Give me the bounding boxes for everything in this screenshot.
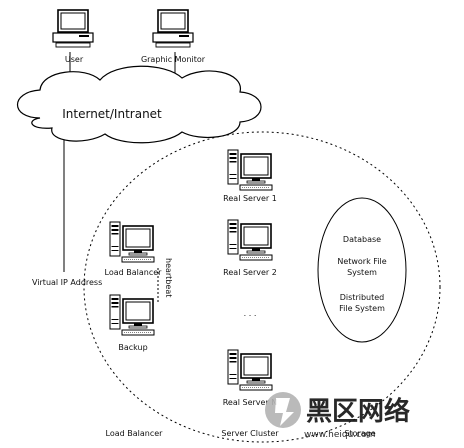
virtual-ip-label: Virtual IP Address — [32, 278, 102, 287]
real-server-2-icon — [227, 219, 273, 261]
heartbeat-link: heartbeat — [157, 258, 173, 302]
graphic-monitor-label: Graphic Monitor — [141, 55, 206, 64]
real-server-1-label: Real Server 1 — [223, 194, 277, 203]
storage-dfs-label-2: File System — [339, 304, 385, 313]
watermark: 黑区网络 www.heiqu.com — [265, 392, 410, 440]
real-server-2-node: Real Server 2 — [223, 219, 277, 277]
user-label: User — [65, 55, 84, 64]
storage-nfs-label-1: Network File — [337, 257, 386, 266]
cluster-boundary — [83, 131, 441, 443]
real-server-1-node: Real Server 1 — [223, 149, 277, 203]
footer-server-cluster-label: Server Cluster — [221, 429, 279, 438]
load-balancer-icon — [109, 221, 155, 263]
storage-dfs-label-1: Distributed — [340, 293, 384, 302]
load-balancer-label: Load Balancer — [105, 268, 163, 277]
user-computer-icon — [52, 9, 94, 48]
network-label: Internet/Intranet — [62, 107, 162, 121]
graphic-monitor-icon — [152, 9, 194, 48]
watermark-url: www.heiqu.com — [304, 430, 375, 440]
real-server-n-node: Real Server N — [223, 349, 278, 407]
real-server-n-label: Real Server N — [223, 398, 278, 407]
network-cloud: Internet/Intranet — [16, 65, 262, 144]
load-balancer-node: Load Balancer — [105, 221, 163, 277]
heartbeat-label: heartbeat — [164, 258, 173, 297]
backup-icon — [109, 294, 155, 336]
storage-nfs-label-2: System — [347, 268, 377, 277]
storage-node: Database Network File System Distributed… — [317, 197, 407, 343]
footer-load-balancer-label: Load Balancer — [106, 429, 164, 438]
watermark-title: 黑区网络 — [306, 396, 410, 427]
real-server-1-icon — [227, 149, 273, 191]
real-server-2-label: Real Server 2 — [223, 268, 277, 277]
storage-database-label: Database — [343, 235, 381, 244]
watermark-logo-icon — [265, 392, 301, 428]
graphic-monitor-computer: Graphic Monitor — [141, 9, 206, 64]
servers-ellipsis: . . . — [244, 309, 257, 318]
backup-label: Backup — [118, 343, 147, 352]
footer-storage-label: Storage — [344, 429, 375, 438]
user-computer: User — [52, 9, 94, 64]
backup-node: Backup — [109, 294, 155, 352]
real-server-n-icon — [227, 349, 273, 391]
